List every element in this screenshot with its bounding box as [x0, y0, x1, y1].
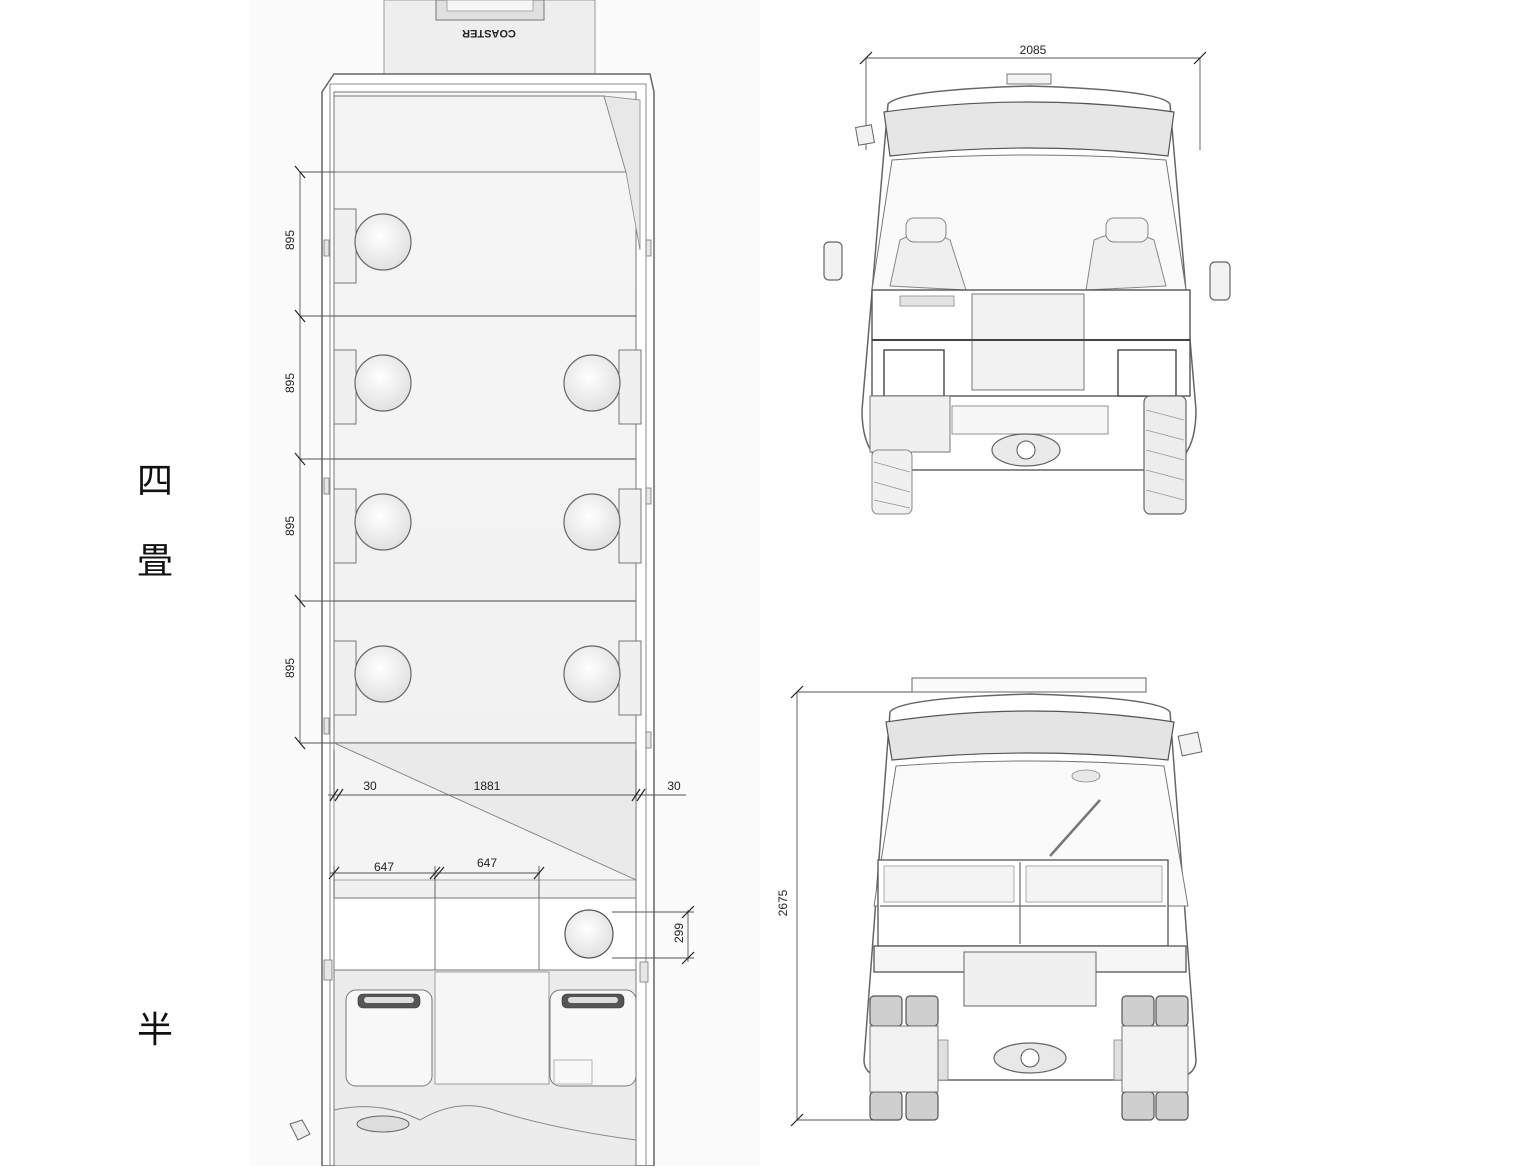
brand-text: COASTER: [462, 27, 516, 39]
rear-view: 2675: [776, 677, 1203, 1127]
dim-inner-width: 1881: [474, 779, 501, 793]
row-dim-3: 895: [283, 516, 297, 536]
cab-area: [333, 969, 637, 1167]
row-dim-2: 895: [283, 373, 297, 393]
front-view: 2085: [823, 43, 1231, 515]
dim-partition-1: 647: [374, 860, 394, 874]
row-dim-4: 895: [283, 658, 297, 678]
dim-left-gap: 30: [363, 779, 377, 793]
side-label-char-3: 半: [137, 1010, 174, 1051]
dim-rear-height: 2675: [776, 889, 790, 916]
partition-dimensions: 647 647: [328, 856, 545, 898]
row-dim-1: 895: [283, 230, 297, 250]
plan-view: COASTER: [250, 0, 760, 1167]
width-dimensions: 30 1881 30: [328, 750, 686, 802]
row-dimensions: 895 895 895 895: [283, 165, 334, 750]
partition-boxes: [333, 897, 637, 971]
side-label-char-2: 畳: [137, 541, 174, 582]
rear-wheels: [869, 995, 1189, 1121]
stools: [354, 213, 621, 703]
dim-right-gap: 30: [667, 779, 681, 793]
dim-partition-2: 647: [477, 856, 497, 870]
dim-front-width: 2085: [1020, 43, 1047, 57]
side-label-char-1: 四: [137, 461, 174, 502]
depth-dimension: 299: [612, 905, 695, 965]
dim-depth: 299: [672, 923, 686, 943]
hood: COASTER: [383, 0, 596, 77]
left-seat-backs: [333, 208, 357, 716]
right-seat-backs: [618, 349, 642, 716]
